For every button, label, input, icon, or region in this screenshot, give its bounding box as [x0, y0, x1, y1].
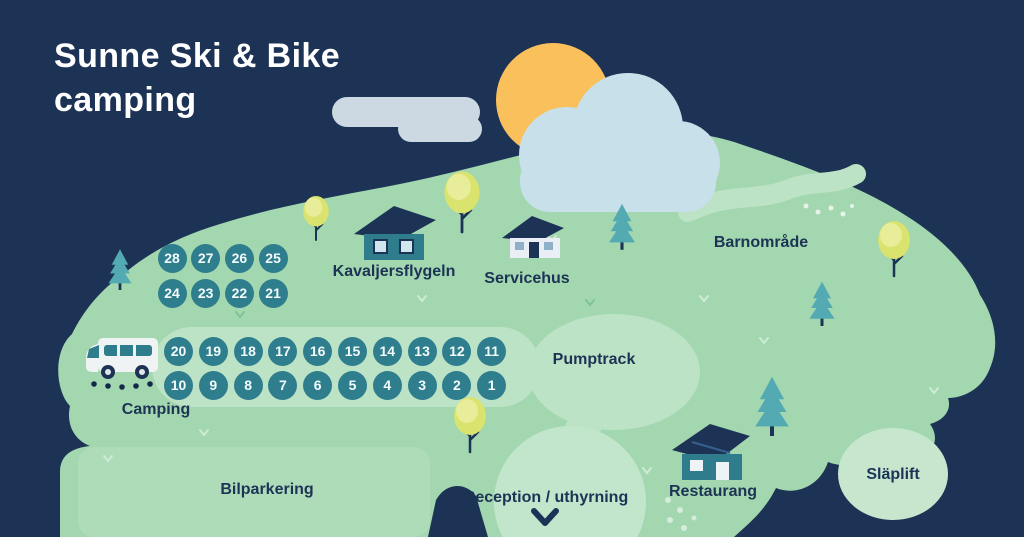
kavaljersflygeln-building-icon [354, 206, 436, 260]
pitch-marker-17: 17 [268, 336, 298, 366]
label-pumptrack: Pumptrack [552, 351, 636, 368]
slaplift-area [838, 428, 948, 520]
pitch-marker-26: 26 [224, 243, 254, 273]
pitch-marker-16: 16 [303, 336, 333, 366]
pitch-marker-6: 6 [303, 370, 333, 400]
pitch-marker-24: 24 [157, 278, 187, 308]
pitch-marker-13: 13 [407, 336, 437, 366]
pitch-marker-3: 3 [407, 370, 437, 400]
small-cloud-icon [332, 97, 482, 142]
land-gap [428, 485, 488, 537]
parking-area [78, 447, 430, 537]
label-slaplift: Släplift [866, 466, 920, 483]
label-barnomrade: Barnområde [713, 234, 809, 251]
pitch-marker-15: 15 [338, 336, 367, 366]
pitch-marker-23: 23 [191, 278, 221, 308]
grass-tufts [103, 235, 939, 475]
pumptrack-area [528, 314, 700, 430]
pitch-marker-4: 4 [372, 370, 402, 400]
pitch-marker-7: 7 [268, 370, 298, 400]
label-reception: Reception / uthyrning [463, 489, 629, 506]
grass-tufts [235, 299, 595, 319]
pitch-marker-19: 19 [198, 336, 228, 366]
camper-van-icon [86, 338, 158, 390]
pitch-marker-8: 8 [233, 370, 263, 400]
pitch-marker-5: 5 [338, 370, 367, 400]
pitch-marker-28: 28 [157, 243, 187, 273]
page-title-line2: camping [54, 81, 197, 120]
pitch-marker-21: 21 [258, 278, 288, 308]
pitch-marker-20: 20 [164, 336, 193, 366]
pitch-marker-12: 12 [442, 336, 472, 366]
pitch-marker-11: 11 [477, 336, 507, 366]
land-area [58, 131, 996, 537]
label-kavaljersflygeln: Kavaljersflygeln [332, 263, 456, 280]
page-title-line1: Sunne Ski & Bike [54, 37, 341, 75]
pitch-marker-22: 22 [224, 278, 254, 308]
pitch-marker-27: 27 [191, 243, 221, 273]
pitch-marker-2: 2 [442, 370, 472, 400]
label-servicehus: Servicehus [484, 270, 570, 287]
pitch-marker-9: 9 [198, 370, 228, 400]
dotted-trail-icon [665, 497, 697, 531]
pitch-marker-25: 25 [258, 243, 288, 273]
reception-arrow-icon [531, 508, 559, 526]
pitch-marker-10: 10 [164, 370, 193, 400]
servicehus-building-icon [502, 216, 564, 258]
big-cloud-icon [519, 73, 720, 212]
restaurang-building-icon [672, 424, 750, 480]
pitch-marker-14: 14 [372, 336, 402, 366]
label-restaurang: Restaurang [668, 483, 758, 500]
page-title: Sunne Ski & Bike camping [54, 34, 340, 122]
label-camping: Camping [121, 401, 191, 418]
trail-path [678, 164, 866, 222]
pitch-marker-1: 1 [477, 370, 507, 400]
pitch-marker-18: 18 [233, 336, 263, 366]
dotted-trail-icon [803, 203, 854, 217]
label-bilparkering: Bilparkering [220, 481, 314, 498]
